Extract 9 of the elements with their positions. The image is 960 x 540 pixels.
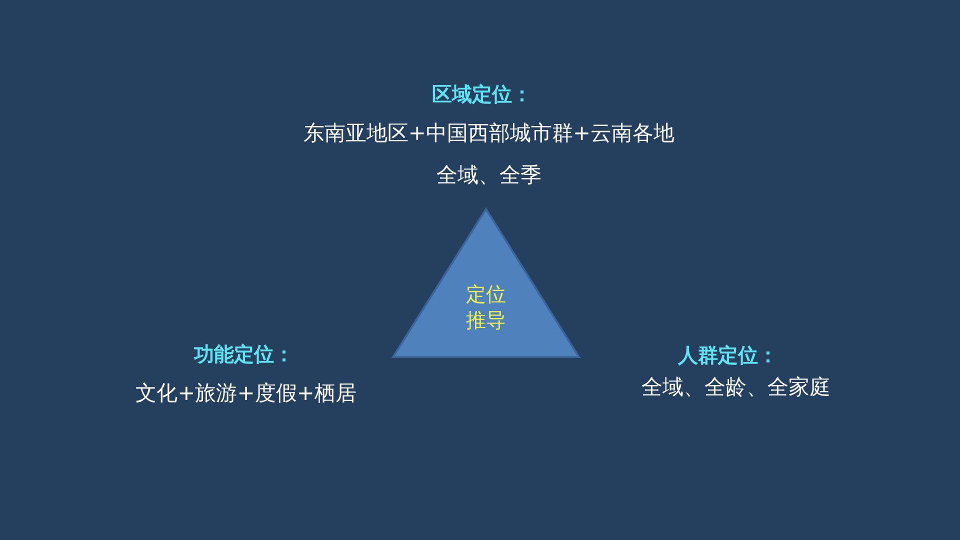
section-heading: 人群定位： [678, 343, 778, 367]
section-text: 全域、全龄、全家庭 [642, 375, 830, 400]
section-text: 全域、全季 [436, 163, 542, 188]
section-heading: 功能定位： [194, 342, 294, 366]
section-heading: 区域定位： [432, 82, 532, 106]
section-text: 东南亚地区+中国西部城市群+云南各地 [303, 121, 675, 146]
triangle-shape [391, 207, 581, 359]
section-text: 文化+旅游+度假+栖居 [136, 381, 356, 406]
node-label: 定位推导 [465, 281, 507, 333]
